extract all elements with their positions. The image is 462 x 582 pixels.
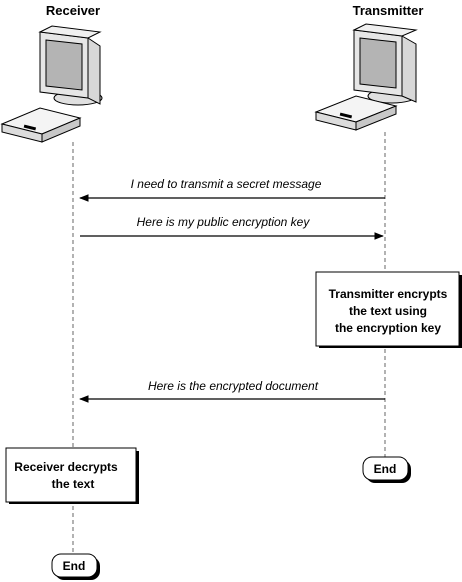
end-label: End (374, 462, 397, 476)
note-line: the text (52, 477, 95, 491)
message-label: I need to transmit a secret message (131, 177, 322, 191)
transmitter-note: Transmitter encrypts the text using the … (315, 271, 462, 348)
note-line: the encryption key (335, 321, 441, 335)
computer-icon (0, 25, 103, 143)
end-label: End (63, 559, 86, 573)
message-1: I need to transmit a secret message (79, 177, 385, 202)
message-3: Here is the encrypted document (79, 379, 385, 403)
note-line: the text using (349, 304, 427, 318)
message-label: Here is my public encryption key (137, 215, 311, 229)
computer-icon (314, 23, 418, 131)
message-label: Here is the encrypted document (148, 379, 319, 393)
receiver-label: Receiver (46, 3, 100, 18)
transmitter-label: Transmitter (353, 3, 424, 18)
transmitter-end-terminal: End (362, 456, 411, 483)
note-line: Transmitter encrypts (329, 287, 448, 301)
receiver-note: Receiver decrypts the text (5, 447, 139, 504)
note-line: Receiver decrypts (14, 460, 118, 474)
receiver-end-terminal: End (51, 553, 100, 580)
message-2: Here is my public encryption key (80, 215, 384, 240)
